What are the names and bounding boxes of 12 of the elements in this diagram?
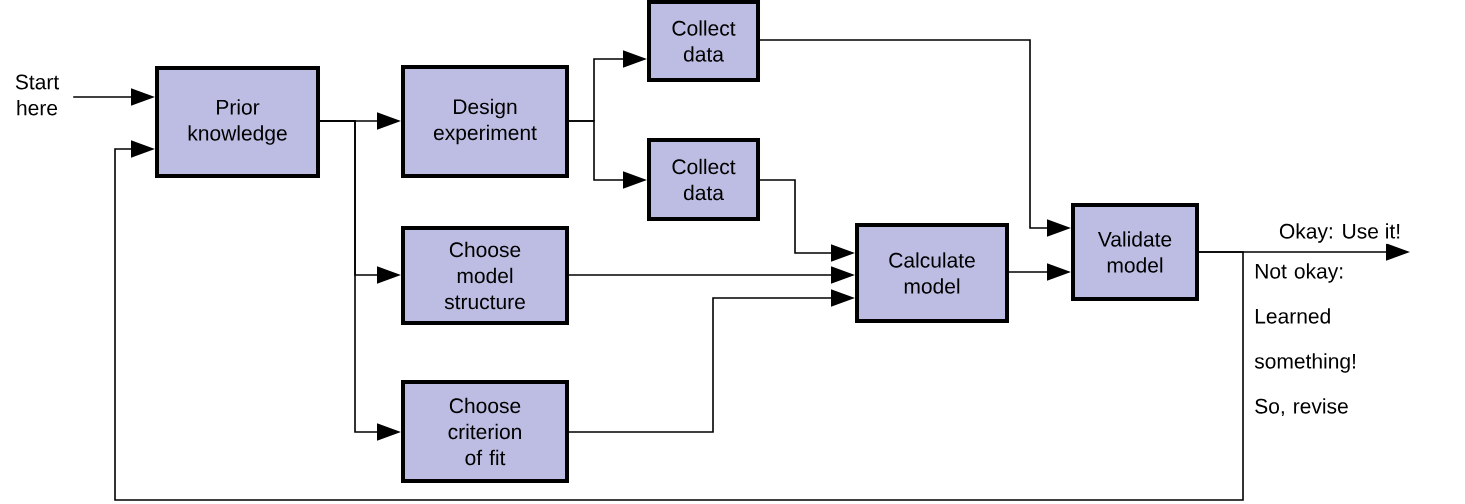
process-box: Design experiment bbox=[401, 65, 569, 178]
process-box: Collect data bbox=[647, 138, 760, 221]
edge-label: Okay: Use it! bbox=[1277, 222, 1403, 244]
edge-label: Not okay: Learned something! So, revise bbox=[1253, 262, 1374, 418]
process-box: Collect data bbox=[647, 0, 760, 82]
process-box: Choose model structure bbox=[401, 226, 569, 325]
arrow bbox=[114, 140, 1244, 501]
process-box: Calculate model bbox=[855, 223, 1009, 323]
process-box: Validate model bbox=[1071, 203, 1199, 301]
process-box: Prior knowledge bbox=[155, 66, 320, 178]
process-box: Choose criterion of fit bbox=[401, 380, 569, 483]
start-label: Start here bbox=[15, 74, 59, 116]
